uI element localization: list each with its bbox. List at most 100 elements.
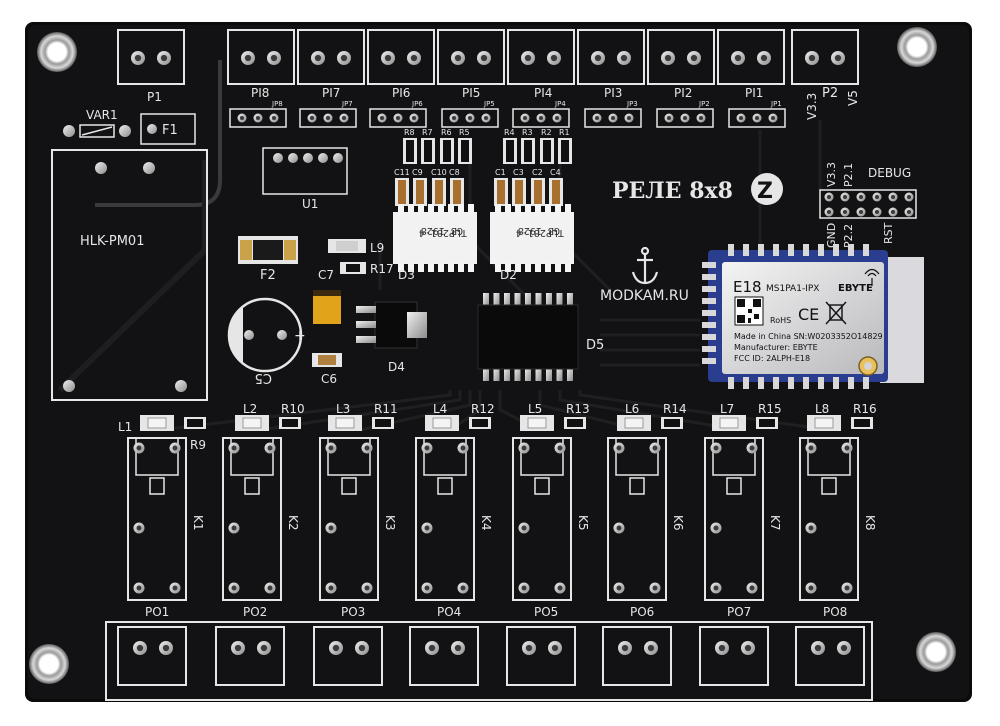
jumper: JP3: [584, 100, 642, 128]
jumper-label: JP7: [341, 100, 353, 108]
resistor-label: R6: [441, 128, 452, 137]
resistor: R14: [661, 402, 687, 429]
relay: K3: [319, 437, 397, 601]
output-label: PO6: [630, 605, 654, 619]
resistor: R13: [564, 402, 590, 429]
resistor: R11: [372, 402, 398, 429]
zigbee-logo: [751, 173, 783, 205]
p2-label: P2: [822, 86, 838, 101]
cap-c7-label: C7: [318, 268, 334, 282]
capacitor-label: C3: [513, 168, 524, 177]
zigbee-logo-letter: Z: [757, 179, 773, 204]
module-model: MS1PA1-IPX: [766, 284, 819, 294]
voltage-labels: V3.3 V5 P2: [805, 86, 860, 120]
output-connector: PO5: [506, 605, 576, 686]
relay: K6: [607, 437, 685, 601]
led-label: L8: [815, 402, 829, 416]
connector-input: [437, 29, 505, 85]
board-branding: РЕЛЕ 8x8 Z MODKAM.RU: [600, 173, 783, 304]
connector-input: [577, 29, 645, 85]
led-indicator: L8: [807, 402, 841, 431]
qr-code-icon: [734, 296, 764, 326]
output-label: PO2: [243, 605, 267, 619]
relay-label: K1: [191, 515, 205, 531]
connector-input: [717, 29, 785, 85]
d3-code: GB 1928: [421, 225, 463, 236]
v33-label: V3.3: [805, 93, 819, 120]
cap-c5-label: C5: [255, 370, 272, 385]
u1-label: U1: [302, 197, 318, 211]
resistor: R2: [540, 128, 554, 164]
jumper-label: JP8: [271, 100, 283, 108]
resistor: R16: [851, 402, 877, 429]
d5-label: D5: [586, 338, 604, 353]
resistor-label: R9: [190, 438, 206, 452]
relay-label: K8: [863, 515, 877, 531]
mounting-hole: [37, 32, 77, 72]
connector-input: [297, 29, 365, 85]
ce-mark: CE: [798, 305, 819, 324]
jumper: JP1: [728, 100, 786, 128]
led-label: L6: [625, 402, 639, 416]
varistor-label: VAR1: [86, 108, 118, 122]
module-line3: FCC ID: 2ALPH-E18: [734, 354, 810, 363]
resistor-label: R1: [559, 128, 570, 137]
resistor-label: R4: [504, 128, 515, 137]
resistor-label: R8: [404, 128, 415, 137]
inductor-l9-label: L9: [370, 241, 384, 255]
d3-label: D3: [398, 268, 415, 282]
output-connector: PO6: [602, 605, 672, 686]
resistor-label: R16: [853, 402, 877, 416]
led-indicator: L5: [520, 402, 554, 431]
svg-text:+: +: [294, 328, 306, 344]
relay-label: K4: [479, 515, 493, 531]
jumper-label: JP6: [411, 100, 423, 108]
jumper: JP4: [512, 100, 570, 128]
resistor: R15: [756, 402, 782, 429]
jumper: JP5: [441, 100, 499, 128]
relay: K8: [799, 437, 877, 601]
connector-input: [227, 29, 295, 85]
pcb-traces: [57, 60, 831, 432]
led-indicator: L3: [328, 402, 362, 431]
input-label: PI6: [392, 86, 410, 100]
capacitor: C8: [449, 168, 464, 206]
led-indicator: L7: [712, 402, 746, 431]
led-label: L7: [720, 402, 734, 416]
resistor: R1: [558, 128, 572, 164]
output-connector: PO7: [699, 605, 769, 686]
capacitor-label: C2: [532, 168, 543, 177]
resistor-label: R5: [459, 128, 470, 137]
jumper-label: JP4: [554, 100, 566, 108]
led-label: L4: [433, 402, 447, 416]
resistor: R4: [503, 128, 517, 164]
mounting-holes: [29, 27, 956, 684]
input-label: PI1: [745, 86, 763, 100]
input-label: PI8: [251, 86, 269, 100]
resistor-r17-label: R17: [370, 262, 394, 276]
module-line2: Manufacturer: EBYTE: [734, 343, 818, 352]
capacitor-label: C9: [412, 168, 423, 177]
relay-label: K3: [383, 515, 397, 531]
capacitor: C3: [512, 168, 526, 206]
connector-input: [507, 29, 575, 85]
output-connector: PO4: [409, 605, 479, 686]
optocouplers: TLP281-4 GB 1928 D3 TLP281-4 GB 1928 D2: [393, 204, 574, 282]
resistor: R7: [421, 128, 435, 164]
resistor-label: R2: [541, 128, 552, 137]
module-line1: Made in China SN:W0203352O14829: [734, 332, 883, 341]
output-connector: PO1: [117, 605, 187, 686]
brand-url: MODKAM.RU: [600, 288, 689, 304]
resistor-label: R15: [758, 402, 782, 416]
module-brand: EBYTE: [838, 283, 873, 294]
v5-label: V5: [846, 90, 860, 106]
power-module-label: HLK-PM01: [80, 234, 144, 249]
capacitor: C1: [494, 168, 508, 206]
mounting-hole: [916, 632, 956, 672]
resistor-label: R3: [522, 128, 533, 137]
